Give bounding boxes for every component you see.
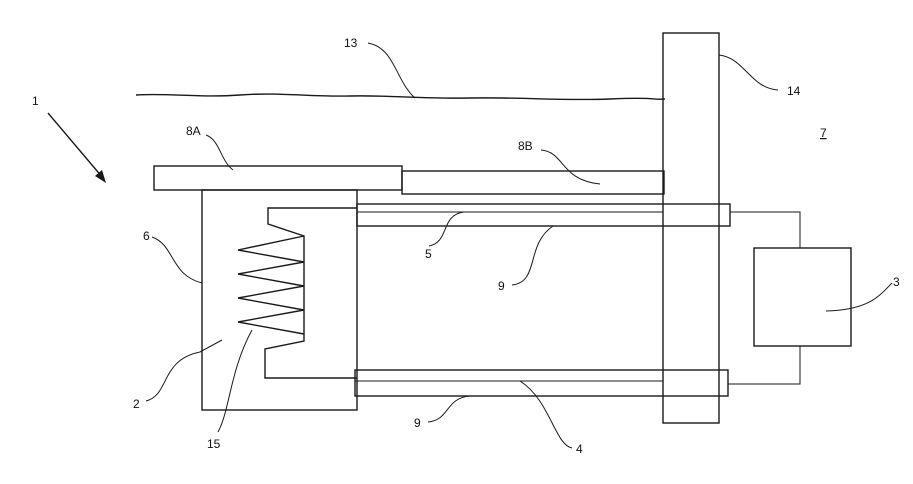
label-9-upper: 9 <box>498 279 505 293</box>
label-4: 4 <box>576 442 583 456</box>
leader-5 <box>429 212 464 246</box>
vertical-post-14 <box>663 33 719 423</box>
label-13: 13 <box>344 36 358 50</box>
leader-3 <box>826 283 892 311</box>
label-3: 3 <box>893 275 900 289</box>
rail-segment-8a <box>154 166 402 190</box>
leader-14 <box>719 55 778 90</box>
label-1: 1 <box>32 94 39 108</box>
leader-13 <box>368 43 415 98</box>
spring-15 <box>238 236 304 334</box>
label-7: 7 <box>820 126 827 140</box>
inner-body-2 <box>265 208 357 378</box>
leader-2 <box>146 340 222 401</box>
housing-6 <box>202 190 357 410</box>
leader-9-upper <box>512 226 553 285</box>
label-8a: 8A <box>186 124 201 138</box>
label-14: 14 <box>787 84 801 98</box>
leader-6 <box>152 237 202 283</box>
wire-upper <box>730 212 800 248</box>
leader-8a <box>206 135 233 170</box>
leader-4 <box>520 381 572 448</box>
surface-line-13 <box>136 94 665 100</box>
label-9-lower: 9 <box>414 416 421 430</box>
leader-9-lower <box>428 396 470 422</box>
label-8b: 8B <box>518 139 533 153</box>
label-2: 2 <box>133 397 140 411</box>
rail-segment-8b <box>402 171 664 194</box>
leader-8b <box>541 150 600 184</box>
label-6: 6 <box>143 229 150 243</box>
label-5: 5 <box>425 247 432 261</box>
arrow-1-shaft <box>48 113 103 178</box>
upper-rod-5 <box>357 204 730 226</box>
lower-rod-4 <box>355 370 728 396</box>
label-15: 15 <box>207 437 221 451</box>
actuator-box-3 <box>754 248 851 346</box>
wire-lower <box>728 346 800 384</box>
arrow-1-head <box>95 170 106 183</box>
leader-15 <box>218 330 252 432</box>
